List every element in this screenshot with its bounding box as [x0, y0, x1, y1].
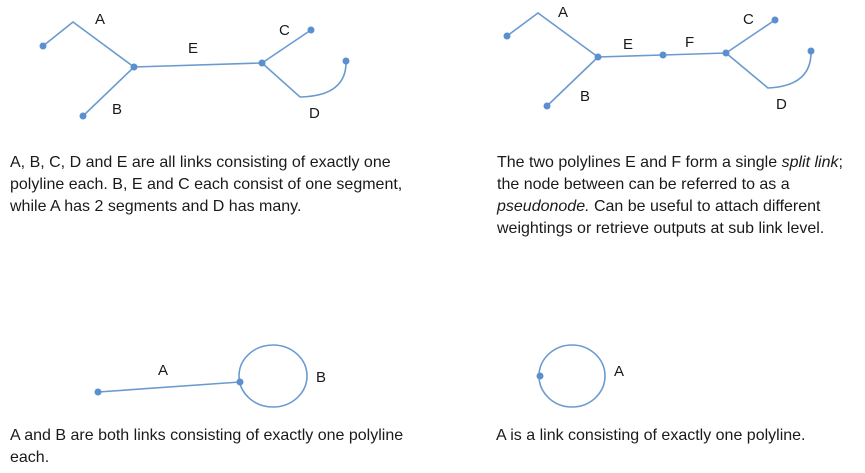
caption-diagram2: The two polylines E and F form a single …: [497, 152, 862, 240]
label-e: E: [623, 36, 633, 53]
node: [79, 112, 87, 120]
label-b: B: [316, 369, 326, 386]
label-d: D: [309, 105, 320, 122]
node: [39, 42, 47, 50]
pseudonode: [659, 51, 667, 59]
caption-diagram3: A and B are both links consisting of exa…: [10, 427, 404, 466]
diagram2-links: [506, 12, 812, 107]
link-c: [725, 19, 776, 54]
caption-text: ; the node between can be referred to as…: [497, 154, 843, 193]
node: [342, 57, 350, 65]
label-f: F: [685, 34, 694, 51]
link-a: [506, 12, 599, 58]
node: [807, 47, 815, 55]
link-d: [725, 50, 812, 89]
label-c: C: [279, 22, 290, 39]
link-d: [261, 60, 347, 98]
label-c: C: [743, 11, 754, 28]
node: [307, 26, 315, 34]
caption-diagram4: A is a link consisting of exactly one po…: [496, 427, 806, 444]
link-a: [42, 20, 135, 68]
label-e: E: [188, 40, 198, 57]
diagram3-nodes: [94, 378, 244, 396]
link-b: [82, 66, 135, 117]
link-a: [97, 381, 241, 393]
link-a-loop: [538, 344, 606, 408]
link-f: [662, 52, 727, 56]
label-b: B: [112, 101, 122, 118]
label-a: A: [614, 363, 624, 380]
node: [94, 388, 102, 396]
caption-text: The two polylines E and F form a single: [497, 154, 782, 171]
caption-diagram1: A, B, C, D and E are all links consistin…: [10, 154, 403, 215]
node: [543, 102, 551, 110]
link-e: [133, 62, 263, 68]
node: [594, 53, 602, 61]
node: [722, 49, 730, 57]
diagram1-links: [42, 20, 347, 117]
diagram2-nodes: [503, 16, 815, 110]
node: [236, 378, 244, 386]
node: [130, 63, 138, 71]
diagram3-links: [97, 344, 308, 408]
caption-text: Can be useful to attach different weight…: [497, 198, 825, 237]
link-c: [261, 29, 312, 64]
diagram4-nodes: [536, 372, 544, 380]
diagram4-links: [538, 344, 606, 408]
label-a: A: [558, 4, 568, 21]
link-b-loop: [238, 344, 308, 408]
label-d: D: [776, 96, 787, 113]
label-a: A: [158, 362, 168, 379]
link-b: [546, 56, 599, 107]
term-split-link: split link: [781, 154, 839, 171]
node: [536, 372, 544, 380]
term-pseudonode: pseudonode.: [497, 198, 590, 215]
node: [503, 32, 511, 40]
node: [258, 59, 266, 67]
label-a: A: [95, 11, 105, 28]
link-e: [597, 54, 664, 58]
label-b: B: [580, 88, 590, 105]
diagram1-nodes: [39, 26, 350, 120]
node: [771, 16, 779, 24]
